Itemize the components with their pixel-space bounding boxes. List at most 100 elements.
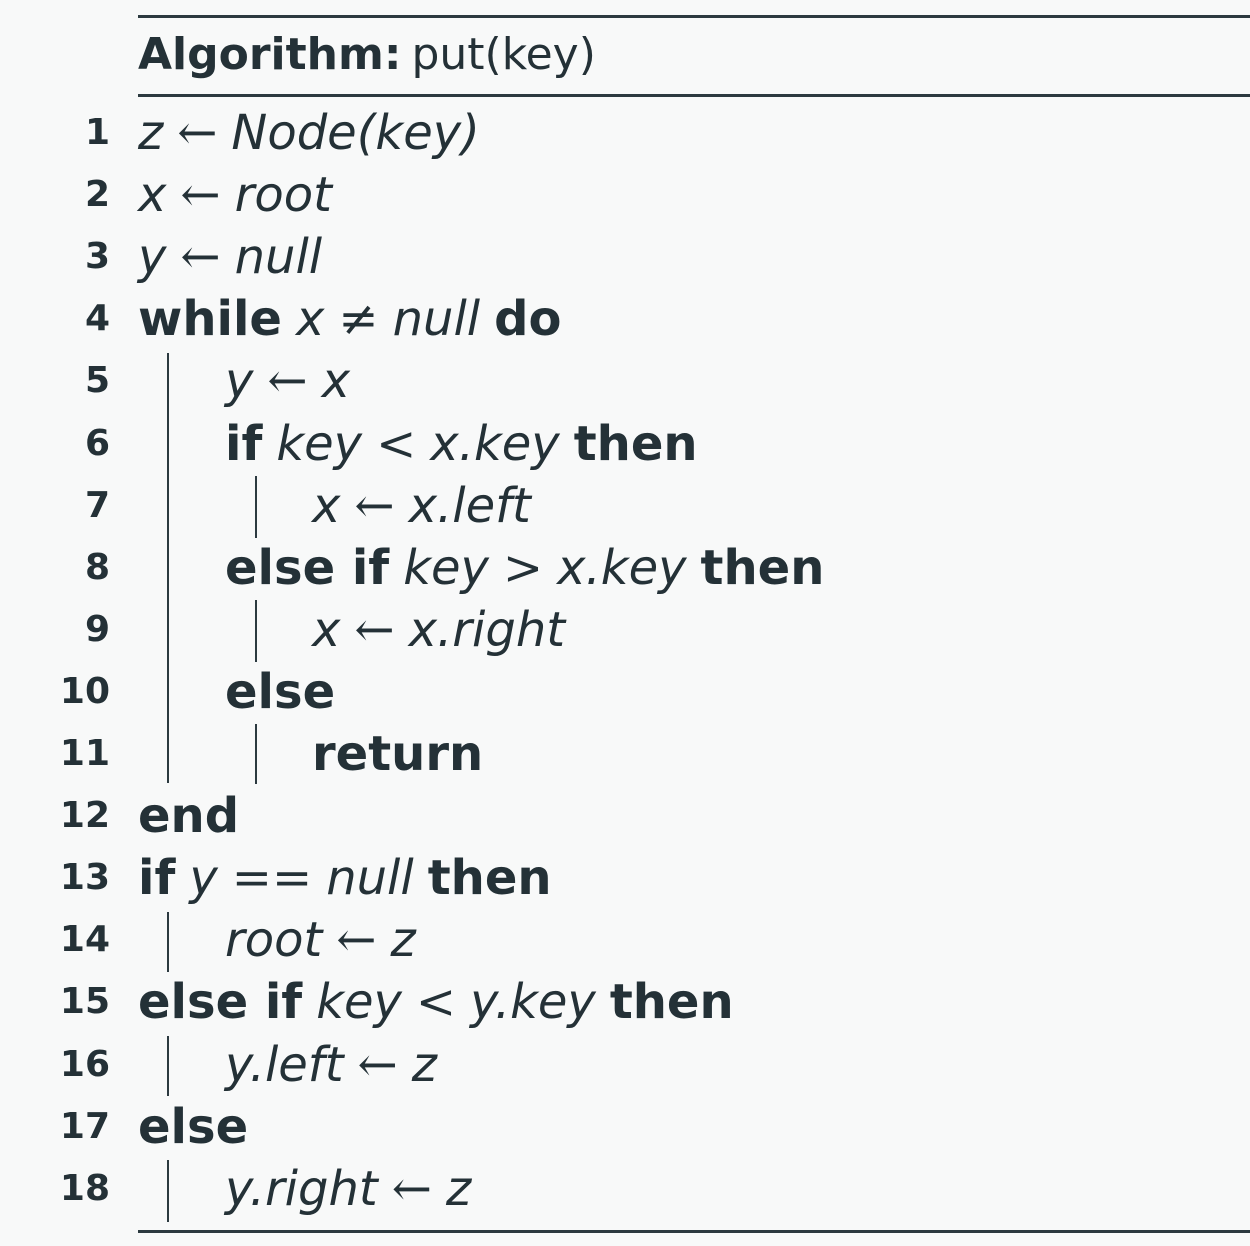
- block-bar-else-if-then: [255, 600, 257, 662]
- identifier: x: [321, 353, 351, 410]
- code-text: y.right←z: [225, 1158, 471, 1220]
- identifier: null: [326, 850, 414, 907]
- line-number: 9: [84, 608, 110, 650]
- identifier: Node(key): [231, 105, 480, 161]
- line-number: 1: [84, 112, 110, 153]
- keyword: do: [494, 291, 562, 348]
- line-number: 2: [84, 174, 110, 216]
- code-text: else: [225, 661, 335, 723]
- code-text: y←null: [138, 226, 322, 288]
- line-number: 3: [84, 236, 110, 278]
- identifier: root: [234, 167, 332, 224]
- identifier: z: [390, 912, 416, 969]
- code-text: z←Node(key): [138, 102, 480, 164]
- code-text: x←x.left: [312, 475, 531, 537]
- keyword: while: [138, 291, 282, 348]
- code-text: y.left←z: [225, 1034, 437, 1096]
- identifier: key: [316, 974, 402, 1031]
- keyword: return: [312, 726, 484, 782]
- operator: ←: [177, 105, 218, 161]
- algorithm-label: Algorithm:: [138, 29, 402, 80]
- identifier: z: [445, 1160, 472, 1217]
- algorithm-header: Algorithm:put(key): [138, 22, 596, 88]
- code-text: else: [138, 1096, 248, 1158]
- block-bar-while: [167, 353, 169, 783]
- code-text: x←root: [138, 164, 332, 226]
- block-bar-else: [255, 724, 257, 784]
- bottom-rule: [138, 1230, 1250, 1233]
- identifier: x: [138, 167, 167, 224]
- identifier: x.right: [408, 601, 566, 658]
- identifier: x: [312, 477, 341, 534]
- code-text: x←x.right: [312, 599, 565, 661]
- identifier: key: [403, 539, 489, 596]
- identifier: z: [411, 1036, 437, 1093]
- keyword: then: [609, 974, 734, 1031]
- identifier: z: [138, 105, 164, 161]
- keyword: if: [138, 850, 176, 907]
- block-bar-left-assign: [167, 1036, 169, 1096]
- identifier: y: [189, 850, 218, 907]
- identifier: x.key: [430, 415, 560, 472]
- line-number: 11: [59, 733, 110, 774]
- keyword: else: [138, 1098, 249, 1155]
- block-bar-right-assign: [167, 1160, 169, 1222]
- identifier: null: [234, 229, 323, 286]
- identifier: y.left: [225, 1036, 344, 1093]
- identifier: y: [138, 229, 167, 286]
- keyword: else if: [138, 974, 303, 1031]
- identifier: x.left: [408, 477, 531, 534]
- operator: >: [502, 539, 544, 596]
- line-number: 16: [59, 1043, 110, 1085]
- operator: ←: [180, 167, 221, 224]
- operator: ←: [354, 477, 395, 534]
- identifier: y.key: [470, 974, 596, 1031]
- block-bar-if-then: [255, 476, 257, 538]
- operator: ←: [267, 353, 308, 410]
- identifier: y: [225, 353, 254, 410]
- identifier: key: [276, 415, 363, 472]
- line-number: 10: [59, 670, 110, 712]
- line-number: 7: [84, 484, 110, 526]
- code-text: return: [312, 723, 483, 785]
- line-number: 17: [59, 1105, 110, 1147]
- identifier: root: [225, 912, 323, 969]
- identifier: null: [392, 291, 481, 348]
- operator: <: [376, 415, 417, 472]
- identifier: x.key: [557, 539, 687, 596]
- operator: ←: [391, 1160, 432, 1217]
- line-number: 18: [59, 1167, 110, 1209]
- top-rule: [138, 15, 1250, 18]
- operator: <: [415, 974, 457, 1031]
- code-text: y←x: [225, 350, 350, 412]
- identifier: y.right: [225, 1160, 378, 1217]
- line-number: 15: [59, 981, 110, 1023]
- keyword: else if: [225, 539, 390, 596]
- identifier: x: [295, 291, 325, 348]
- line-number: 5: [84, 360, 110, 402]
- operator: ←: [180, 229, 221, 286]
- keyword: then: [700, 539, 825, 596]
- operator: ==: [231, 850, 313, 907]
- line-number: 13: [59, 857, 110, 899]
- code-text: root←z: [225, 909, 416, 971]
- operator: ≠: [338, 291, 379, 348]
- keyword: end: [138, 788, 240, 845]
- operator: ←: [357, 1036, 398, 1093]
- operator: ←: [354, 601, 395, 658]
- keyword: then: [573, 415, 698, 472]
- line-number: 12: [59, 795, 110, 837]
- line-number: 6: [84, 422, 110, 464]
- keyword: then: [427, 850, 552, 907]
- line-number: 4: [84, 298, 110, 340]
- operator: ←: [336, 912, 377, 969]
- block-bar-root-assign: [167, 912, 169, 972]
- line-number: 8: [84, 546, 110, 588]
- identifier: x: [312, 601, 341, 658]
- code-text: end: [138, 785, 239, 847]
